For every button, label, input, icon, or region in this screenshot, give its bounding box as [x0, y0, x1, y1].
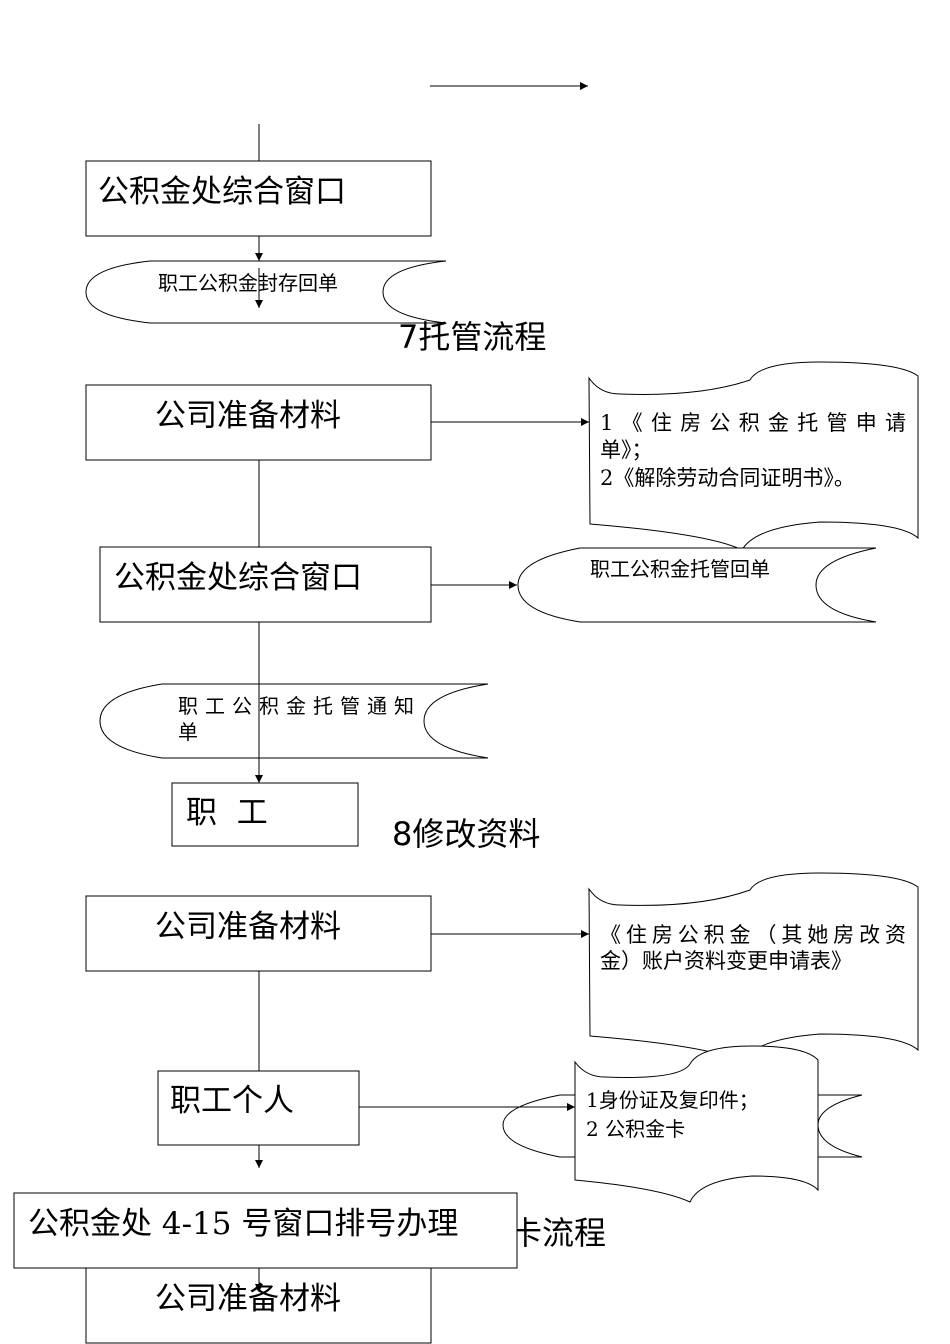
s7-receipt-label: 职工公积金托管回单: [590, 557, 770, 581]
s8-personal-doc-line2: 2 公积金卡: [586, 1117, 685, 1141]
s7-doc-line2: 单》；: [600, 438, 653, 462]
s8-window-label: 公积金处 4-15 号窗口排号办理: [28, 1206, 458, 1242]
s9-company-box: 公司准备材料: [85, 1267, 432, 1344]
s8-personal-box: 职工个人: [157, 1070, 360, 1146]
s7-company-label: 公司准备材料: [155, 398, 341, 434]
top-window-box: 公积金处综合窗口: [85, 160, 432, 237]
seal-receipt-label: 职工公积金封存回单: [158, 271, 338, 295]
s7-company-box: 公司准备材料: [85, 384, 432, 461]
s9-company-label: 公司准备材料: [155, 1281, 341, 1317]
seal-receipt-shape: 职工公积金封存回单: [85, 260, 447, 324]
s7-notice-shape: 职工公积金托管通知 单: [99, 683, 489, 759]
s8-personal-label: 职工个人: [170, 1083, 294, 1119]
s7-window-label: 公积金处综合窗口: [114, 560, 362, 596]
s7-document-shape: 1《住房公积金托管申请 单》； 2《解除劳动合同证明书》。: [588, 361, 919, 551]
section9-title-partial: 卡流程: [510, 1214, 606, 1252]
s8-company-box: 公司准备材料: [85, 895, 432, 972]
s7-notice-line1: 职工公积金托管通知: [178, 694, 414, 718]
top-window-label: 公积金处综合窗口: [98, 174, 346, 210]
s7-notice-line2: 单: [178, 720, 198, 744]
section8-title: 8修改资料: [392, 815, 540, 853]
s7-doc-line1: 1《住房公积金托管申请: [600, 411, 906, 435]
s8-doc-line2: 金）账户资料变更申请表》: [600, 949, 852, 973]
s8-personal-doc-line1: 1身份证及复印件；: [586, 1088, 759, 1112]
s8-personal-docs-shape: 1身份证及复印件； 2 公积金卡: [574, 1045, 819, 1203]
s7-doc-line3: 2《解除劳动合同证明书》。: [600, 466, 855, 490]
s7-employee-label: 职 工: [186, 795, 268, 831]
s8-document-shape: 《住房公积金（其她房改资 金）账户资料变更申请表》: [588, 872, 919, 1063]
s8-company-label: 公司准备材料: [155, 909, 341, 945]
s7-window-box: 公积金处综合窗口: [99, 546, 432, 623]
section7-title: 7托管流程: [398, 318, 546, 356]
s8-window-box: 公积金处 4-15 号窗口排号办理: [13, 1192, 518, 1269]
s7-receipt-shape: 职工公积金托管回单: [517, 547, 877, 623]
s7-employee-box: 职 工: [171, 782, 359, 847]
